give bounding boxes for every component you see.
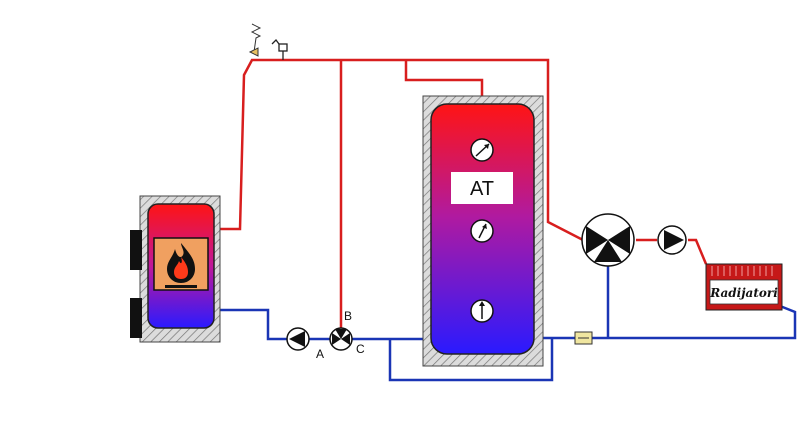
- accumulator-label: AT: [470, 178, 494, 200]
- flame-icon: [165, 243, 197, 288]
- accumulator-label-box: [451, 172, 513, 204]
- safety-valve-icon: [248, 23, 262, 57]
- pump-icon: [657, 225, 687, 255]
- three-way-valve-icon: [581, 213, 635, 267]
- hot-pipes: [213, 58, 708, 332]
- valve-port-a: A: [316, 347, 324, 361]
- valve-port-c: C: [356, 342, 365, 356]
- air-vent-icon: [271, 39, 288, 60]
- thermometer-icon: [470, 138, 494, 162]
- radiator-label: Radijatori: [709, 286, 778, 300]
- radiator: Radijatori: [705, 263, 783, 311]
- thermometer-icon: [470, 299, 494, 323]
- boiler: [130, 195, 221, 343]
- accumulator-tank: AT: [422, 95, 544, 367]
- pump-icon: [286, 327, 310, 351]
- thermometer-icon: [470, 219, 494, 243]
- filter-icon: [574, 331, 593, 345]
- three-way-valve-icon: [329, 327, 353, 351]
- valve-port-b: B: [344, 309, 352, 323]
